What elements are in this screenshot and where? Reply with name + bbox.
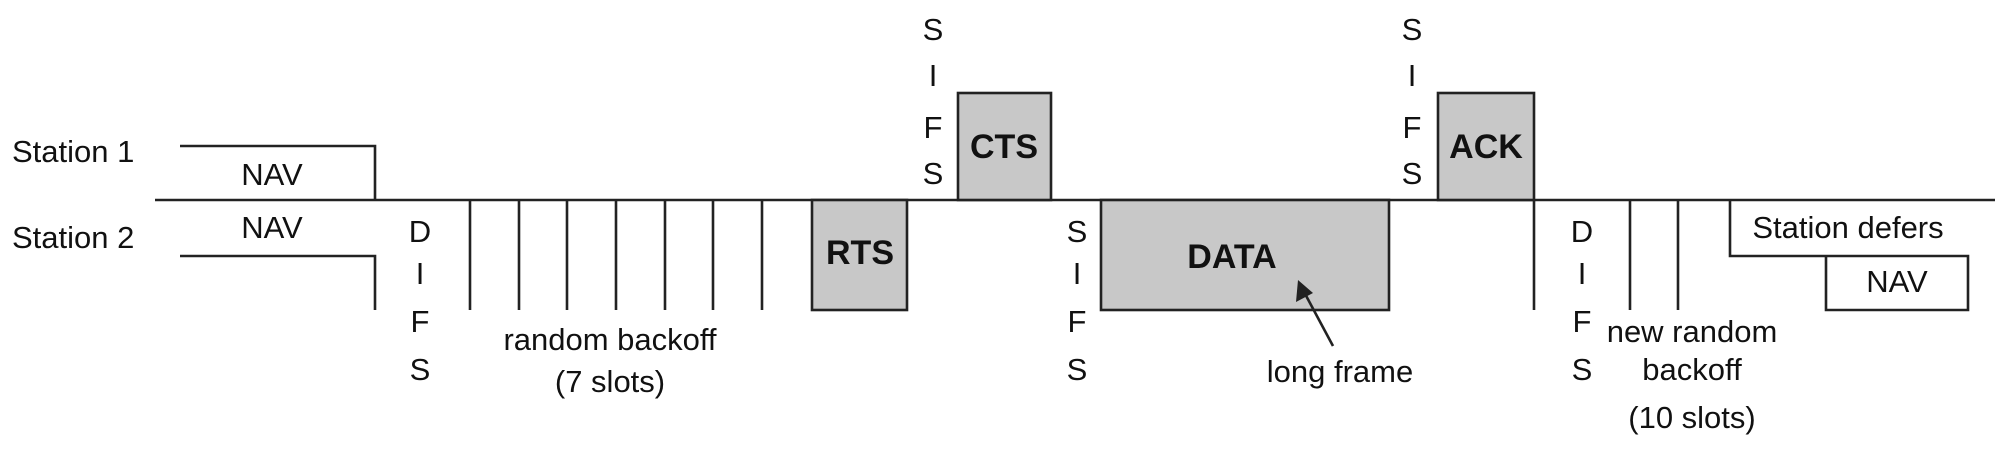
random-backoff-label: random backoff [503,322,716,357]
new-backoff-label-line2: backoff [1642,352,1742,387]
ack-label: ACK [1449,128,1523,166]
data-label: DATA [1187,238,1276,276]
sifs-label: S I F S [1402,12,1423,191]
sifs-letter: F [1068,304,1087,339]
difs-letter: D [409,214,431,249]
difs-letter: F [411,304,430,339]
sifs-letter: S [1067,214,1088,249]
difs-letter: S [1572,352,1593,387]
sifs-letter: I [929,58,938,93]
sifs-letter: S [923,156,944,191]
sifs-letter: S [1402,12,1423,47]
cts-label: CTS [970,128,1038,166]
sifs-letter: I [1408,58,1417,93]
cts-frame [956,91,1053,202]
station-2-label: Station 2 [12,220,134,255]
station-2-nav-label: NAV [241,210,303,245]
difs-label: D I F S [1571,214,1593,387]
difs-label: D I F S [409,214,431,387]
rts-label: RTS [826,234,894,272]
long-frame-arrowhead [1296,280,1313,302]
sifs-letter: S [923,12,944,47]
new-backoff-label-line3: (10 slots) [1628,400,1755,435]
difs-letter: S [410,352,431,387]
deferred-nav-label: NAV [1866,264,1928,299]
ack-frame [1436,91,1536,202]
backoff-slot-ticks [468,200,764,310]
station-defers-bracket [1728,200,1826,258]
sifs-label: S I F S [1067,214,1088,387]
random-backoff-slots-label: (7 slots) [555,364,665,399]
data-frame [1099,198,1391,312]
difs-letter: D [1571,214,1593,249]
long-frame-label: long frame [1267,354,1413,389]
deferred-nav-box [1824,254,1970,312]
long-frame-arrow [1301,289,1335,347]
sifs-letter: F [1403,110,1422,145]
sifs-letter: S [1067,352,1088,387]
station-1-nav-bracket [180,144,377,200]
sifs-label: S I F S [923,12,944,191]
difs-letter: I [416,256,425,291]
new-backoff-label-line1: new random [1607,314,1778,349]
sifs-letter: I [1073,256,1082,291]
sifs-letter: S [1402,156,1423,191]
station-defers-label: Station defers [1752,210,1943,245]
difs-letter: I [1578,256,1587,291]
difs-letter: F [1573,304,1592,339]
station-1-label: Station 1 [12,134,134,169]
station-1-nav-label: NAV [241,157,303,192]
sifs-letter: F [924,110,943,145]
station-2-nav-bracket [180,254,377,310]
rts-frame [810,198,909,312]
